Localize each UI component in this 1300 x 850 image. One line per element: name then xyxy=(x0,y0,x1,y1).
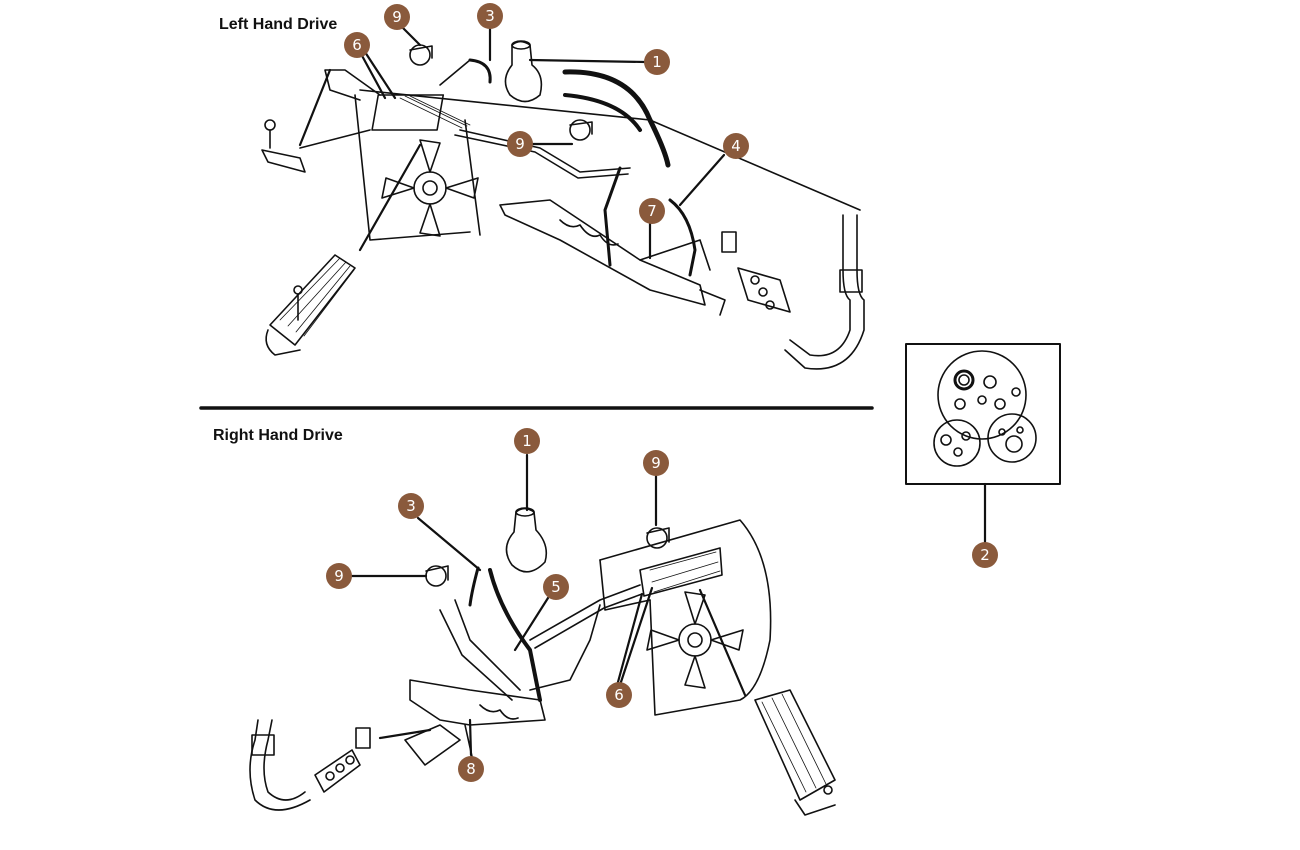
callout-rhd-3: 3 xyxy=(398,493,424,519)
rhd-oil-cooler-top xyxy=(639,547,723,597)
lhd-steering-rack xyxy=(499,199,726,316)
callout-lhd-6: 6 xyxy=(344,32,370,58)
callout-rhd-9b-label: 9 xyxy=(651,454,661,472)
lhd-side-cooler xyxy=(265,254,356,356)
callout-lhd-1-label: 1 xyxy=(652,53,662,71)
lhd-hose-pressure xyxy=(562,69,671,168)
rhd-hose-pressure xyxy=(488,568,542,702)
callout-lhd-7-label: 7 xyxy=(647,202,657,220)
rhd-leaders xyxy=(350,453,747,757)
callout-lhd-9b: 9 xyxy=(507,131,533,157)
rhd-hose-small xyxy=(468,566,480,607)
lhd-feed-pipe xyxy=(784,214,865,370)
callout-rhd-9a-label: 9 xyxy=(334,567,344,585)
callout-rhd-6: 6 xyxy=(606,682,632,708)
lhd-hose-small xyxy=(468,58,492,84)
rhd-assembly xyxy=(249,507,836,816)
lhd-leaders xyxy=(298,23,726,260)
rhd-side-cooler xyxy=(754,689,836,816)
callout-lhd-7: 7 xyxy=(639,198,665,224)
callout-rhd-8-label: 8 xyxy=(466,760,476,778)
callout-rhd-9b: 9 xyxy=(643,450,669,476)
callout-rhd-8: 8 xyxy=(458,756,484,782)
callout-lhd-6-label: 6 xyxy=(352,36,362,54)
callout-lhd-3: 3 xyxy=(477,3,503,29)
lhd-hose-return xyxy=(563,93,642,132)
callout-lhd-9a: 9 xyxy=(384,4,410,30)
callout-rhd-9a: 9 xyxy=(326,563,352,589)
lhd-assembly xyxy=(261,40,865,370)
rhd-clamp-left xyxy=(425,565,449,587)
lhd-pressure-switch xyxy=(721,231,791,313)
callouts: 1 3 9 6 9 4 7 1 3 9 9 5 6 8 2 xyxy=(326,3,998,782)
rhd-clamp-right xyxy=(646,527,670,549)
callout-rhd-1-label: 1 xyxy=(522,432,532,450)
lhd-bracket xyxy=(261,119,306,173)
callout-lhd-4-label: 4 xyxy=(731,137,741,155)
rhd-reservoir xyxy=(505,507,548,573)
callout-rhd-5: 5 xyxy=(543,574,569,600)
rhd-title: Right Hand Drive xyxy=(213,427,343,444)
callout-kit-2: 2 xyxy=(972,542,998,568)
callout-lhd-3-label: 3 xyxy=(485,7,495,25)
callout-kit-2-label: 2 xyxy=(980,546,990,564)
callout-rhd-3-label: 3 xyxy=(406,497,416,515)
seal-kit xyxy=(905,343,1061,545)
rhd-fan xyxy=(646,591,744,689)
callout-lhd-9a-label: 9 xyxy=(392,8,402,26)
lhd-clamp-mid xyxy=(569,119,593,141)
lhd-title: Left Hand Drive xyxy=(219,16,338,33)
callout-rhd-1: 1 xyxy=(514,428,540,454)
lhd-reservoir xyxy=(504,40,543,103)
rhd-steering-rack xyxy=(404,679,546,771)
rhd-pressure-switch xyxy=(314,727,371,793)
callout-rhd-5-label: 5 xyxy=(551,578,561,596)
callout-lhd-1: 1 xyxy=(644,49,670,75)
rhd-feed-pipe xyxy=(249,719,311,811)
lhd-fan xyxy=(381,139,479,237)
callout-lhd-9b-label: 9 xyxy=(515,135,525,153)
callout-rhd-6-label: 6 xyxy=(614,686,624,704)
lhd-oil-cooler-top xyxy=(371,94,471,131)
callout-lhd-4: 4 xyxy=(723,133,749,159)
lhd-clamp-top xyxy=(409,44,433,66)
